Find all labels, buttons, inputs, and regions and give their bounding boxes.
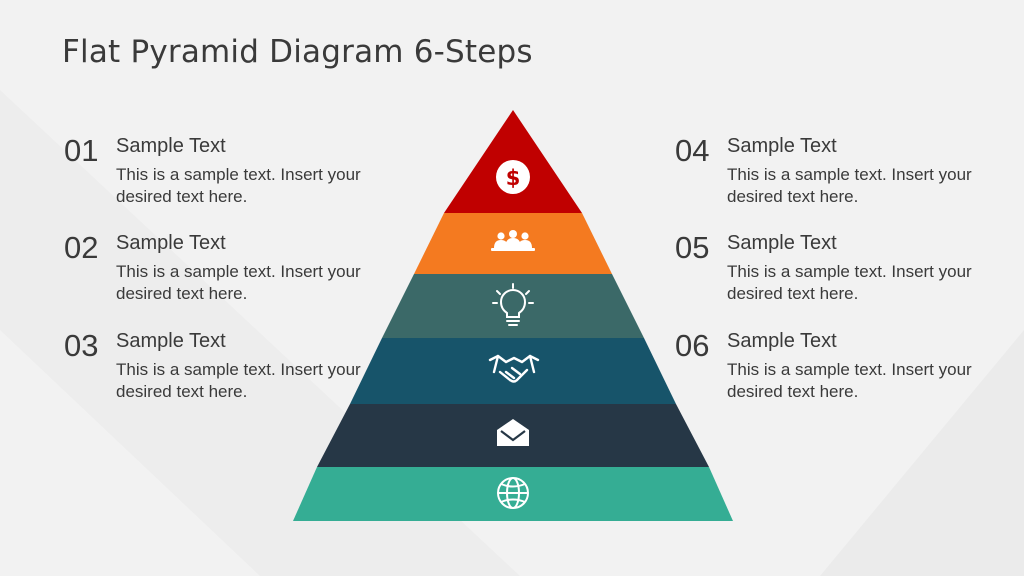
step-05: 05 Sample Text This is a sample text. In… — [675, 230, 995, 320]
step-number: 03 — [64, 328, 99, 363]
step-number: 01 — [64, 133, 99, 168]
pyramid-layer-3 — [382, 274, 644, 345]
team-icon — [491, 230, 535, 251]
step-body: This is a sample text. Insert your desir… — [727, 360, 972, 401]
globe-icon — [497, 477, 529, 509]
pyramid-layer-5 — [317, 404, 709, 475]
step-body: This is a sample text. Insert your desir… — [116, 165, 361, 206]
step-body: This is a sample text. Insert your desir… — [116, 262, 361, 303]
step-06: 06 Sample Text This is a sample text. In… — [675, 328, 995, 418]
pyramid-layer-4 — [350, 338, 676, 411]
page-title: Flat Pyramid Diagram 6-Steps — [62, 34, 533, 70]
step-number: 04 — [675, 133, 710, 168]
step-heading: Sample Text — [116, 330, 226, 352]
step-01: 01 Sample Text This is a sample text. In… — [64, 133, 384, 223]
lightbulb-icon — [492, 283, 534, 326]
pyramid-layer-6 — [293, 467, 733, 521]
layer-3-face — [382, 274, 644, 338]
handshake-icon — [488, 354, 540, 383]
dollar-icon: $ — [496, 160, 530, 194]
pyramid-layer-2 — [414, 213, 612, 281]
step-heading: Sample Text — [727, 232, 837, 254]
step-number: 05 — [675, 230, 710, 265]
step-heading: Sample Text — [116, 135, 226, 157]
step-body: This is a sample text. Insert your desir… — [727, 165, 972, 206]
svg-text:$: $ — [506, 166, 521, 190]
step-02: 02 Sample Text This is a sample text. In… — [64, 230, 384, 320]
step-number: 02 — [64, 230, 99, 265]
layer-4-face — [350, 338, 676, 404]
step-03: 03 Sample Text This is a sample text. In… — [64, 328, 384, 418]
pyramid-layer-1: $ — [444, 110, 582, 219]
step-body: This is a sample text. Insert your desir… — [727, 262, 972, 303]
envelope-icon — [497, 419, 529, 446]
step-04: 04 Sample Text This is a sample text. In… — [675, 133, 995, 223]
step-heading: Sample Text — [727, 135, 837, 157]
step-heading: Sample Text — [116, 232, 226, 254]
step-body: This is a sample text. Insert your desir… — [116, 360, 361, 401]
step-heading: Sample Text — [727, 330, 837, 352]
step-number: 06 — [675, 328, 710, 363]
